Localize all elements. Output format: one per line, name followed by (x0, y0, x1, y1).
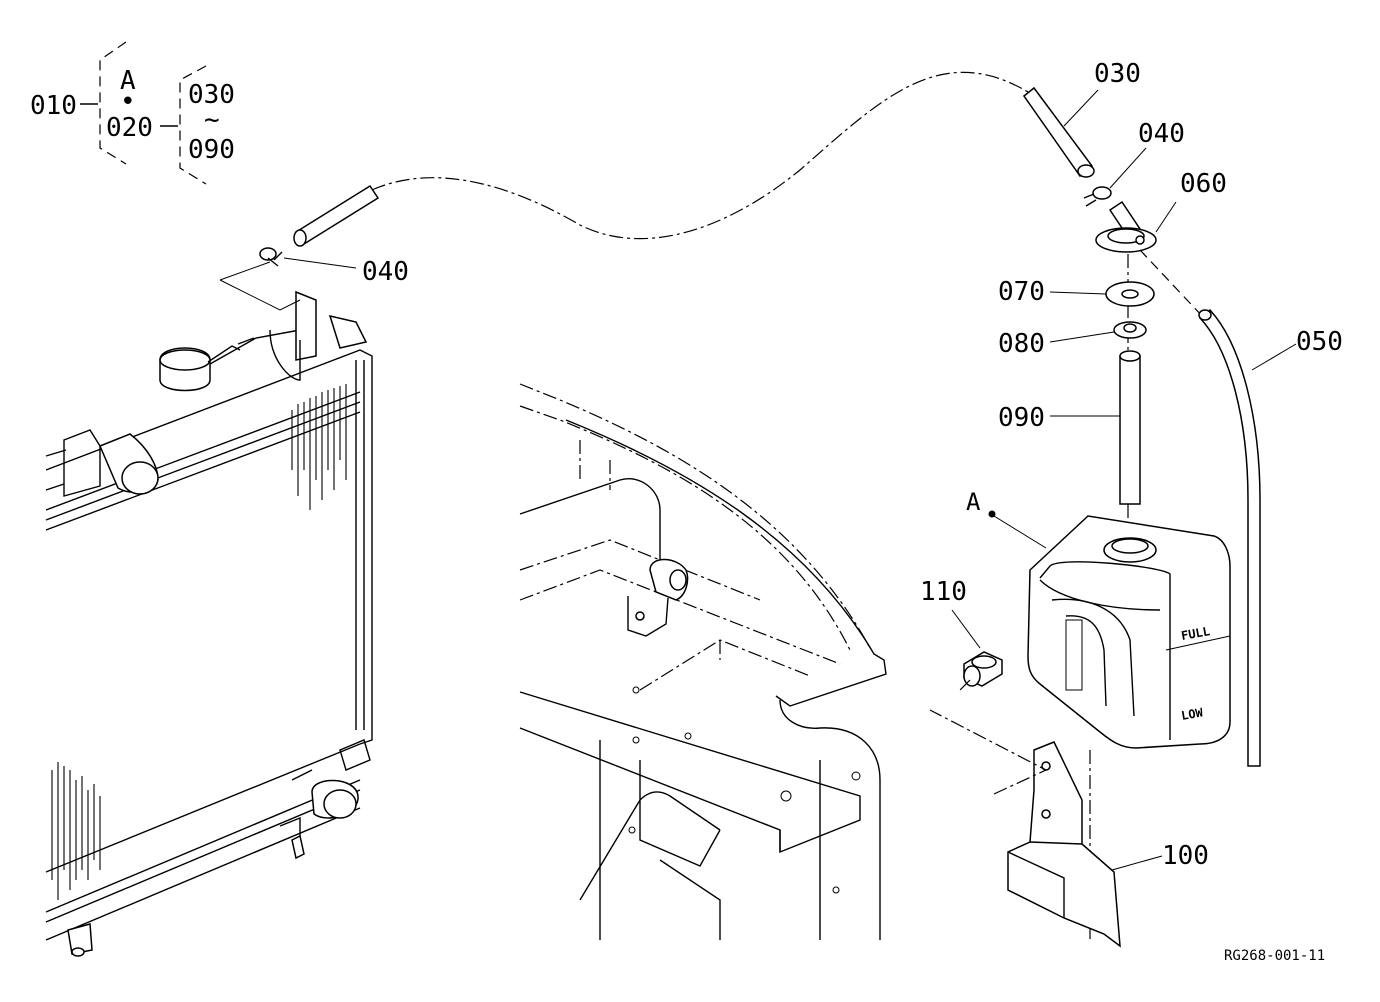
hose-clip-040-left (259, 247, 357, 269)
callout-070: 070 (998, 277, 1045, 307)
callout-090: 090 (998, 403, 1045, 433)
drain-tube-050 (1139, 249, 1297, 767)
radiator-assembly (45, 261, 373, 957)
legend-dot: • (120, 87, 136, 117)
tank-low-mark: LOW (1180, 705, 1205, 723)
callout-030: 030 (1094, 59, 1141, 89)
drawing-reference-code: RG268-001-11 (1224, 948, 1325, 964)
legend-020: 020 (106, 113, 153, 143)
radiator-fins-top (291, 384, 347, 510)
callout-a: A (966, 488, 981, 516)
legend-root-010: 010 (30, 91, 77, 121)
legend-a: A (120, 66, 136, 96)
callout-100: 100 (1162, 841, 1209, 871)
washer-070 (1049, 281, 1155, 307)
hose-clip-040-right (1083, 147, 1147, 207)
legend-030: 030 (188, 80, 235, 110)
callout-110: 110 (920, 577, 967, 607)
reservoir-tank-a: FULL LOW (988, 510, 1231, 749)
callout-040-left: 040 (362, 257, 409, 287)
legend-090: 090 (188, 135, 235, 165)
callout-050: 050 (1296, 327, 1343, 357)
callout-080: 080 (998, 329, 1045, 359)
tank-bracket-100 (929, 709, 1163, 948)
radiator-fins-bottom (51, 762, 101, 900)
mounting-bolt-110 (951, 609, 1003, 691)
machine-frame (519, 383, 887, 940)
part-hierarchy-legend: 010 A • 020 030 ~ 090 (30, 41, 235, 185)
inner-tube-090 (1050, 350, 1141, 505)
washer-080 (1049, 321, 1147, 343)
legend-tilde: ~ (204, 105, 220, 135)
callout-040-right: 040 (1138, 119, 1185, 149)
callout-060: 060 (1180, 169, 1227, 199)
overflow-hose-030 (293, 71, 1095, 247)
tank-full-mark: FULL (1180, 624, 1211, 643)
callout-labels: 030 040 060 050 070 080 090 040 A 110 10… (362, 59, 1343, 871)
